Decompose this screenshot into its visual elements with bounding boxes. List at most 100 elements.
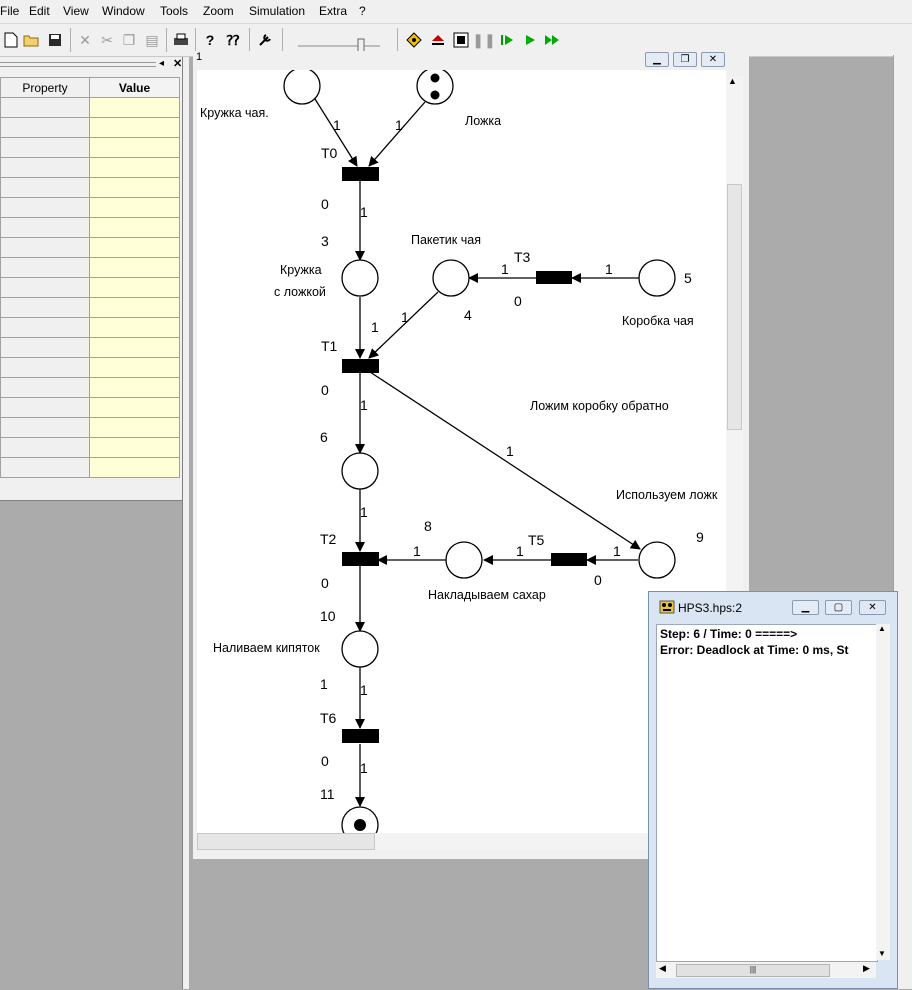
property-key-cell[interactable]: [0, 257, 90, 278]
menu-file[interactable]: File: [0, 4, 20, 18]
panel-splitter[interactable]: [182, 57, 188, 989]
context-help-icon[interactable]: ⁇: [226, 32, 240, 48]
target-icon[interactable]: [404, 30, 424, 50]
property-row[interactable]: [0, 137, 180, 158]
property-value-cell[interactable]: [89, 237, 180, 258]
transition-T0[interactable]: [342, 167, 379, 181]
save-icon[interactable]: [45, 30, 65, 50]
scroll-up-icon[interactable]: ▲: [878, 624, 886, 633]
menu-zoom[interactable]: Zoom: [203, 4, 234, 18]
property-key-cell[interactable]: [0, 417, 90, 438]
scroll-left-icon[interactable]: ◂: [159, 58, 165, 69]
eject-icon[interactable]: [428, 30, 448, 50]
transition-T6[interactable]: [342, 729, 379, 743]
print-icon[interactable]: [171, 30, 191, 50]
property-key-cell[interactable]: [0, 137, 90, 158]
help-icon[interactable]: ?: [205, 32, 215, 48]
menu-help[interactable]: ?: [359, 4, 366, 18]
scissors-icon[interactable]: ✂: [101, 32, 113, 48]
play-icon[interactable]: [520, 30, 540, 50]
property-key-cell[interactable]: [0, 97, 90, 118]
scroll-right-icon[interactable]: ▶: [863, 963, 870, 973]
property-key-cell[interactable]: [0, 317, 90, 338]
restore-button[interactable]: ❐: [673, 52, 697, 67]
property-value-cell[interactable]: [89, 117, 180, 138]
property-value-cell[interactable]: [89, 137, 180, 158]
property-row[interactable]: [0, 297, 180, 318]
horizontal-scroll-thumb[interactable]: [197, 833, 375, 850]
property-value-cell[interactable]: [89, 197, 180, 218]
arc[interactable]: [369, 371, 641, 550]
property-row[interactable]: [0, 377, 180, 398]
property-key-cell[interactable]: [0, 197, 90, 218]
property-row[interactable]: [0, 457, 180, 478]
place-p8[interactable]: [445, 541, 483, 579]
property-row[interactable]: [0, 277, 180, 298]
petri-net-canvas[interactable]: T0 T1 T2 T3 T5 T6 0 0 0 0 0 0 3 4 5 6 8 …: [197, 70, 726, 833]
menu-edit[interactable]: Edit: [29, 4, 50, 18]
copy-icon[interactable]: ❐: [122, 32, 136, 48]
arc[interactable]: [368, 291, 439, 359]
property-row[interactable]: [0, 397, 180, 418]
property-row[interactable]: [0, 217, 180, 238]
log-vertical-scrollbar[interactable]: ▲ ▼: [876, 624, 890, 960]
minimize-button[interactable]: ▁: [645, 52, 669, 67]
property-value-cell[interactable]: [89, 437, 180, 458]
property-row[interactable]: [0, 117, 180, 138]
menu-view[interactable]: View: [63, 4, 89, 18]
maximize-button[interactable]: ▢: [825, 600, 852, 615]
place-p10[interactable]: [341, 630, 379, 668]
arc[interactable]: [368, 101, 426, 167]
place-p-top-left[interactable]: [283, 70, 321, 105]
place-p-top-right[interactable]: [416, 70, 454, 105]
property-column-header[interactable]: Property: [0, 77, 90, 98]
paste-icon[interactable]: ▤: [145, 32, 159, 48]
property-value-cell[interactable]: [89, 357, 180, 378]
open-folder-icon[interactable]: [22, 30, 42, 50]
menu-extra[interactable]: Extra: [319, 4, 348, 18]
minimize-button[interactable]: ▁: [792, 600, 819, 615]
place-p6[interactable]: [341, 452, 379, 490]
property-row[interactable]: [0, 237, 180, 258]
scroll-up-icon[interactable]: ▲: [728, 76, 737, 86]
property-row[interactable]: [0, 197, 180, 218]
property-value-cell[interactable]: [89, 417, 180, 438]
property-key-cell[interactable]: [0, 117, 90, 138]
property-row[interactable]: [0, 177, 180, 198]
fast-forward-icon[interactable]: [542, 30, 562, 50]
property-row[interactable]: [0, 317, 180, 338]
menu-window[interactable]: Window: [102, 4, 145, 18]
close-window-button[interactable]: ✕: [859, 600, 886, 615]
property-value-cell[interactable]: [89, 297, 180, 318]
log-hscroll-thumb[interactable]: |||: [676, 964, 830, 977]
log-window-titlebar[interactable]: HPS3.hps:2 ▁ ▢ ✕: [649, 592, 897, 620]
menu-simulation[interactable]: Simulation: [249, 4, 306, 18]
property-value-cell[interactable]: [89, 177, 180, 198]
property-key-cell[interactable]: [0, 457, 90, 478]
property-key-cell[interactable]: [0, 297, 90, 318]
property-key-cell[interactable]: [0, 377, 90, 398]
scroll-down-icon[interactable]: ▼: [878, 949, 886, 958]
property-key-cell[interactable]: [0, 277, 90, 298]
property-value-cell[interactable]: [89, 317, 180, 338]
value-column-header[interactable]: Value: [89, 77, 180, 98]
property-row[interactable]: [0, 417, 180, 438]
property-value-cell[interactable]: [89, 457, 180, 478]
place-p3[interactable]: [341, 259, 379, 297]
log-horizontal-scrollbar[interactable]: ◀ ||| ▶: [656, 962, 876, 978]
settings-icon[interactable]: [255, 30, 275, 50]
property-row[interactable]: [0, 337, 180, 358]
property-row[interactable]: [0, 437, 180, 458]
transition-T3[interactable]: [536, 271, 572, 284]
property-key-cell[interactable]: [0, 337, 90, 358]
property-row[interactable]: [0, 257, 180, 278]
pause-icon[interactable]: ❚❚: [472, 32, 496, 48]
property-key-cell[interactable]: [0, 237, 90, 258]
property-value-cell[interactable]: [89, 397, 180, 418]
property-row[interactable]: [0, 97, 180, 118]
property-row[interactable]: [0, 157, 180, 178]
stop-icon[interactable]: [451, 30, 471, 50]
cut-icon[interactable]: ✕: [79, 32, 91, 48]
transition-T5[interactable]: [551, 553, 587, 566]
transition-T2[interactable]: [342, 552, 379, 566]
